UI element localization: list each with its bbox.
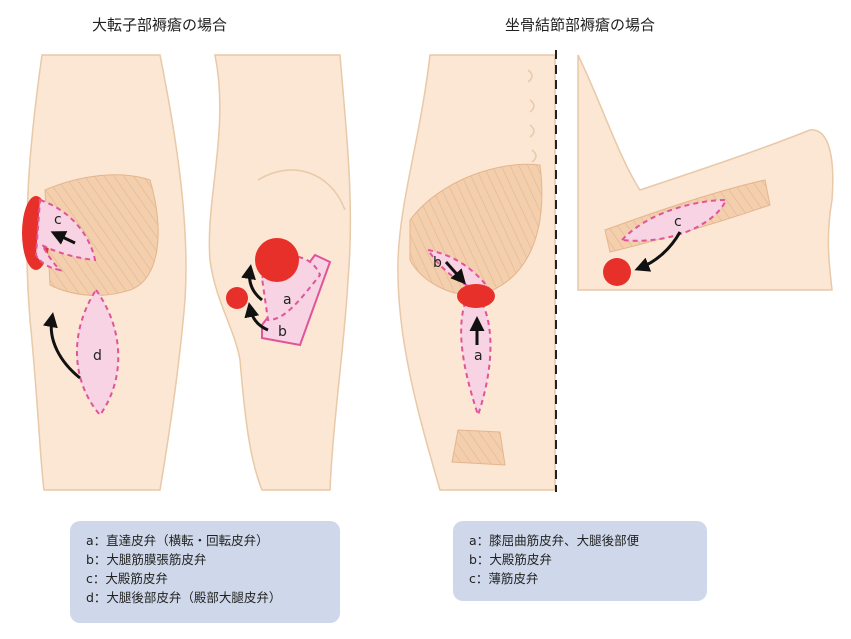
label-left-c: c	[54, 212, 62, 228]
hamstring-lower	[452, 430, 505, 465]
skin-flexed-leg	[578, 55, 833, 290]
ulcer-buttock-small	[226, 287, 248, 309]
legend-item-d: d：大腿後部皮弁（殿部大腿皮弁）	[86, 588, 324, 607]
label-right-a: a	[474, 348, 483, 364]
legend-item-c: c：薄筋皮弁	[469, 569, 691, 588]
panel-posterior-thigh: b a	[398, 55, 555, 490]
panel-posterior-buttock: a b	[209, 55, 350, 490]
label-far-c: c	[674, 214, 682, 230]
ulcer-ischial	[457, 284, 495, 308]
ulcer-buttock-large	[255, 238, 299, 282]
legend-item-a: a：直達皮弁（横転・回転皮弁）	[86, 531, 324, 550]
label-left-d: d	[93, 348, 102, 364]
legend-item-b: b：大殿筋皮弁	[469, 550, 691, 569]
legend-item-c: c：大殿筋皮弁	[86, 569, 324, 588]
panel-lateral-hip: c d	[22, 55, 186, 490]
ulcer-far-right	[603, 258, 631, 286]
panel-flexed-leg: c	[578, 55, 833, 290]
legend-trochanter: a：直達皮弁（横転・回転皮弁） b：大腿筋膜張筋皮弁 c：大殿筋皮弁 d：大腿後…	[70, 521, 340, 623]
legend-item-a: a：膝屈曲筋皮弁、大腿後部便	[469, 531, 691, 550]
legend-item-b: b：大腿筋膜張筋皮弁	[86, 550, 324, 569]
label-right-b: b	[433, 255, 442, 271]
legend-ischial: a：膝屈曲筋皮弁、大腿後部便 b：大殿筋皮弁 c：薄筋皮弁	[453, 521, 707, 601]
label-mid-b: b	[278, 324, 287, 340]
label-mid-a: a	[283, 292, 292, 308]
